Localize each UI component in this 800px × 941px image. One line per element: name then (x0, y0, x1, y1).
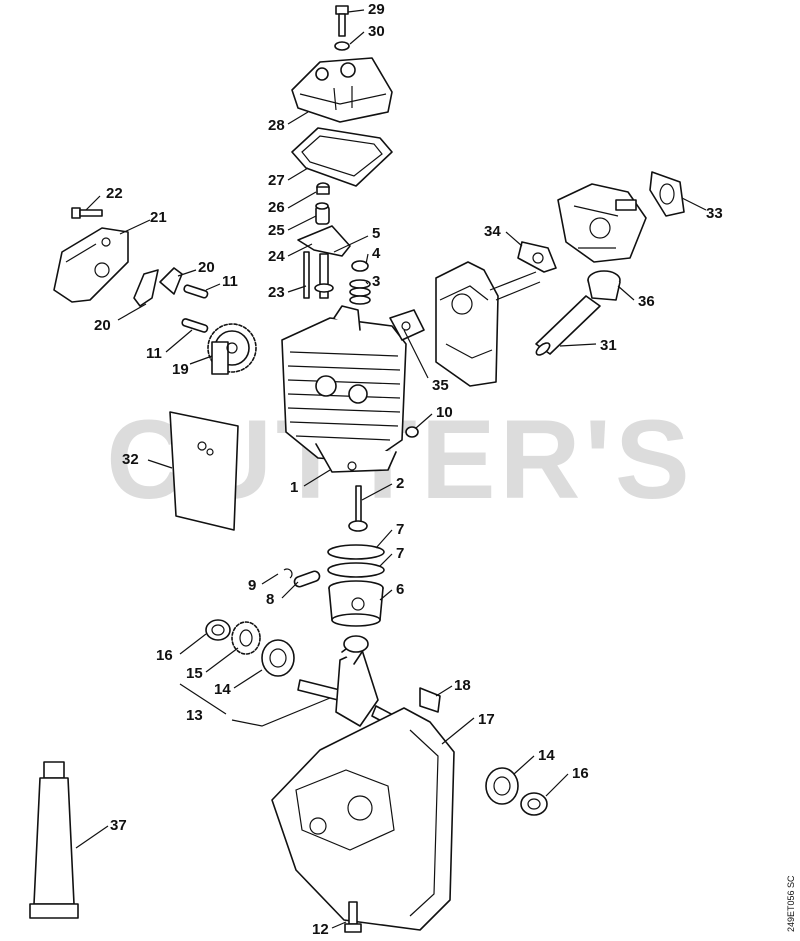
callout-8: 8 (266, 591, 274, 608)
part-34-gasket (517, 241, 557, 273)
part-14-bearing-left (261, 639, 295, 677)
part-1-cylinder (281, 305, 407, 473)
part-19-camshaft-gear (207, 323, 257, 375)
part-4-spring-seat (351, 260, 369, 272)
part-12-screw (344, 901, 362, 933)
part-3-valve-spring (349, 279, 371, 305)
part-10-washer (405, 426, 419, 438)
callout-24: 24 (268, 248, 285, 265)
callout-15: 15 (186, 665, 203, 682)
callout-25: 25 (268, 222, 285, 239)
part-16-oil-seal-left (205, 619, 231, 641)
callout-20-upper: 20 (198, 259, 215, 276)
part-37-grease-tube (29, 761, 79, 919)
callout-11-lower: 11 (146, 345, 162, 362)
part-9-circlip (283, 568, 293, 579)
part-24-rocker-arm (297, 225, 351, 257)
part-7-piston-ring-upper (327, 544, 385, 560)
callout-14-left: 14 (214, 681, 231, 698)
part-2-valve (348, 485, 368, 532)
callout-21: 21 (150, 209, 167, 226)
callout-28: 28 (268, 117, 285, 134)
callout-36: 36 (638, 293, 655, 310)
carburetor (557, 183, 647, 263)
part-31-tube (535, 295, 601, 356)
part-16-oil-seal-right (520, 792, 548, 816)
part-17-crankcase (271, 707, 455, 931)
callout-20-lower: 20 (94, 317, 111, 334)
callout-1: 1 (290, 479, 298, 496)
callout-14-right: 14 (538, 747, 555, 764)
callout-31: 31 (600, 337, 617, 354)
part-15-gear (231, 621, 261, 655)
part-28-valve-cover (291, 57, 393, 123)
callout-23: 23 (268, 284, 285, 301)
callout-17: 17 (478, 711, 495, 728)
callout-34: 34 (484, 223, 501, 240)
part-6-piston (328, 580, 384, 627)
callout-26: 26 (268, 199, 285, 216)
part-20-lever-lower (133, 269, 159, 307)
callout-35: 35 (432, 377, 449, 394)
callout-5: 5 (372, 225, 380, 242)
part-27-gasket (291, 127, 393, 187)
callout-9: 9 (248, 577, 256, 594)
callout-6: 6 (396, 581, 404, 598)
callout-33: 33 (706, 205, 723, 222)
part-23-push-rod (303, 251, 310, 299)
part-20-lever-upper (159, 267, 183, 295)
part-7-piston-ring-lower (327, 562, 385, 578)
part-35-intake-manifold (389, 261, 541, 387)
callout-22: 22 (106, 185, 123, 202)
part-8-piston-pin (293, 570, 321, 588)
part-5-rocker-shaft (314, 253, 334, 299)
callout-2: 2 (396, 475, 404, 492)
callout-11-upper: 11 (222, 273, 238, 290)
part-14-bearing-right (485, 767, 519, 805)
callout-27: 27 (268, 172, 285, 189)
document-id: 249ET056 SC (786, 875, 796, 932)
callout-30: 30 (368, 23, 385, 40)
callout-4: 4 (372, 245, 381, 262)
part-25-valve-seal (315, 202, 330, 225)
leader-lines (75, 9, 707, 929)
callout-19: 19 (172, 361, 189, 378)
callout-37: 37 (110, 817, 127, 834)
callout-7-lower: 7 (396, 545, 404, 562)
part-26-spring-retainer (316, 182, 330, 195)
part-11-pin-upper (183, 284, 209, 299)
callout-16-left: 16 (156, 647, 173, 664)
callout-13: 13 (186, 707, 203, 724)
callout-3: 3 (372, 273, 380, 290)
callout-7-upper: 7 (396, 521, 404, 538)
callout-18: 18 (454, 677, 471, 694)
part-11-pin-lower (181, 318, 209, 333)
part-13-crankshaft (297, 635, 411, 735)
callout-16-right: 16 (572, 765, 589, 782)
callout-labels: 29 30 28 27 26 25 24 5 4 3 23 22 21 20 1… (94, 1, 723, 938)
part-29-screw (335, 5, 349, 37)
callout-29: 29 (368, 1, 385, 18)
callout-32: 32 (122, 451, 139, 468)
callout-10: 10 (436, 404, 453, 421)
part-32-gasket (169, 411, 239, 531)
part-36-intake-flange (587, 270, 621, 301)
part-30-washer (334, 41, 350, 51)
callout-12: 12 (312, 921, 329, 938)
part-21-gear-cover (53, 227, 129, 303)
part-33-gasket (649, 171, 685, 217)
part-18-bracket (419, 687, 441, 713)
part-22-screw (71, 207, 103, 219)
